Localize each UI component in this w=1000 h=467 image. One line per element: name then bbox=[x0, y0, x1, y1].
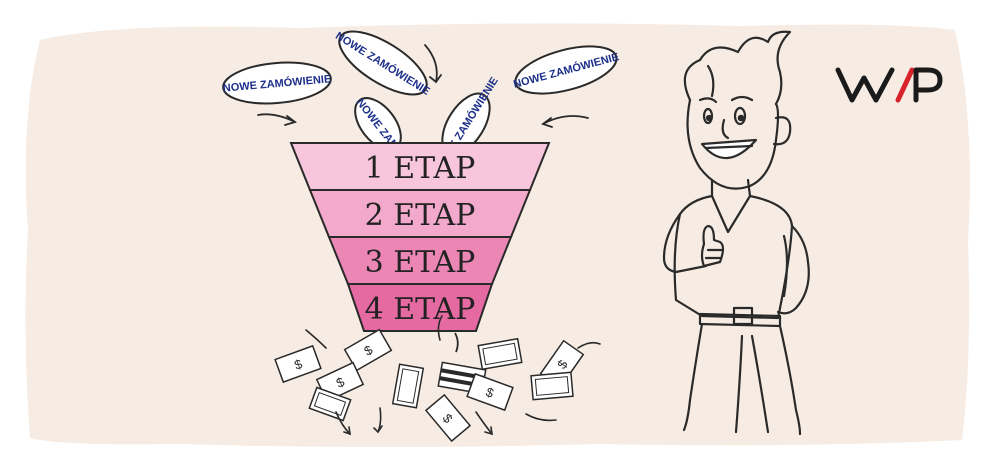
wsp-logo bbox=[835, 67, 943, 103]
head bbox=[686, 98, 780, 190]
funnel: 1 ETAP 2 ETAP 3 ETAP 4 ETAP bbox=[289, 142, 551, 332]
banknotes: $ $ $ $ bbox=[274, 328, 585, 443]
funnel-stage-2-label: 2 ETAP bbox=[365, 198, 476, 233]
banknote bbox=[477, 337, 523, 371]
shirt bbox=[673, 194, 794, 320]
funnel-stage-3-label: 3 ETAP bbox=[365, 245, 476, 280]
incoming-arrows bbox=[257, 44, 589, 128]
banknote: $ bbox=[466, 372, 514, 412]
cartoon-man bbox=[662, 30, 810, 436]
pants bbox=[682, 322, 704, 432]
banknote bbox=[308, 386, 352, 422]
banknote bbox=[530, 371, 574, 401]
banknote: $ bbox=[424, 393, 472, 443]
funnel-stage-4-label: 4 ETAP bbox=[365, 292, 476, 327]
funnel-stage-1-label: 1 ETAP bbox=[365, 151, 476, 186]
smile bbox=[700, 138, 758, 160]
banknote bbox=[391, 363, 425, 409]
banknote: $ bbox=[343, 328, 393, 372]
thumb bbox=[700, 224, 725, 268]
belt-buckle bbox=[732, 306, 754, 326]
eye-left bbox=[702, 107, 714, 125]
funnel-stage-4 bbox=[346, 283, 494, 332]
order-oval: NOWE ZAMÓWIENIE bbox=[222, 61, 332, 105]
falling-arrows bbox=[305, 315, 601, 436]
banknote: $ bbox=[274, 344, 322, 384]
eye-right bbox=[733, 106, 747, 126]
